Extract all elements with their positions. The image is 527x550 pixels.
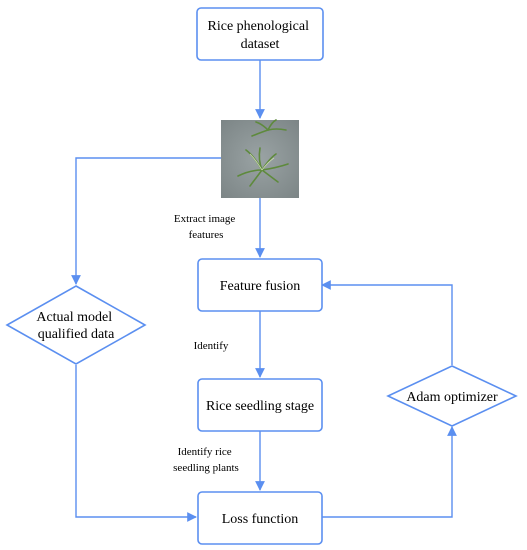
node-feature-fusion: Feature fusion <box>197 258 323 312</box>
node-actual-model-data-label: Actual model qualified data <box>36 310 115 342</box>
rice-seedling-photo <box>221 119 299 198</box>
edge-label-identify-rice-seedling-plants: Identify rice seedling plants <box>173 446 239 474</box>
node-adam-optimizer: Adam optimizer <box>386 365 518 427</box>
node-loss-function-label: Loss function <box>222 512 299 527</box>
node-dataset-label: Rice phenological dataset <box>208 19 313 52</box>
arrow-image-to-actual <box>71 157 221 285</box>
arrow-adam-to-fusion <box>321 280 453 365</box>
arrow-actual-to-loss <box>75 365 197 522</box>
node-rice-seedling-stage: Rice seedling stage <box>197 378 323 432</box>
node-feature-fusion-label: Feature fusion <box>220 279 300 294</box>
node-loss-function: Loss function <box>197 491 323 545</box>
arrow-loss-to-adam <box>322 426 457 518</box>
edge-label-extract-image-features: Extract image features <box>174 213 238 241</box>
node-adam-optimizer-label: Adam optimizer <box>406 390 498 405</box>
node-rice-seedling-stage-label: Rice seedling stage <box>206 399 314 414</box>
node-actual-model-data: Actual model qualified data <box>5 285 147 365</box>
node-dataset: Rice phenological dataset <box>196 7 324 61</box>
edge-label-identify: Identify <box>194 340 229 352</box>
